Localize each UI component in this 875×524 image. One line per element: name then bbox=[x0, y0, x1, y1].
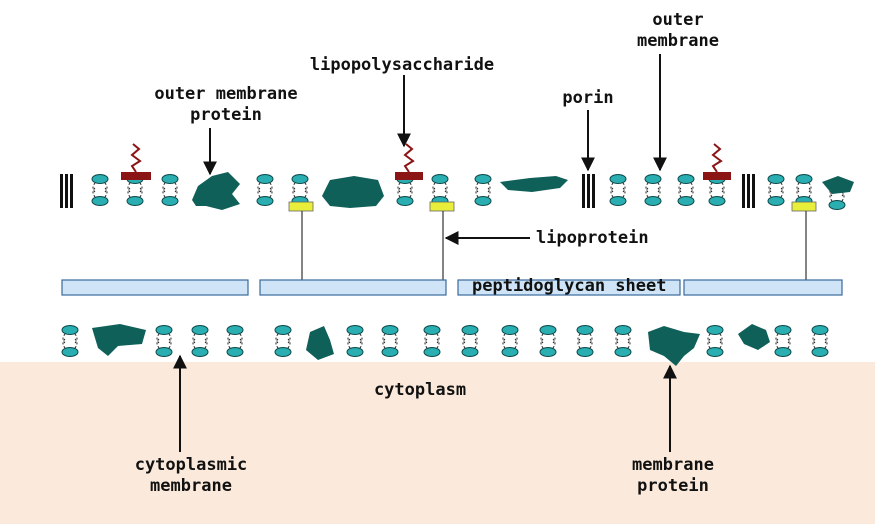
lipoprotein-anchor bbox=[792, 202, 816, 211]
phospholipid-icon bbox=[347, 326, 363, 357]
phospholipid-icon bbox=[475, 175, 491, 206]
label-line: membrane bbox=[116, 476, 266, 497]
peptidoglycan-layer bbox=[62, 280, 842, 295]
label-line: cytoplasmic bbox=[116, 455, 266, 476]
protein-blob-icon bbox=[92, 324, 146, 356]
phospholipid-icon bbox=[812, 326, 828, 357]
porin-bars-icon bbox=[60, 174, 73, 208]
label-porin: porin bbox=[548, 88, 628, 109]
phospholipid-icon bbox=[156, 326, 172, 357]
phospholipid-icon bbox=[162, 175, 178, 206]
porin-bars-icon bbox=[742, 174, 755, 208]
protein-blob-icon bbox=[500, 176, 568, 192]
phospholipid-icon bbox=[678, 175, 694, 206]
phospholipid-icon bbox=[707, 326, 723, 357]
label-peptidoglycan-sheet: peptidoglycan sheet bbox=[472, 276, 666, 297]
label-outer-membrane-protein: outer membrane protein bbox=[118, 84, 334, 126]
phospholipid-icon bbox=[540, 326, 556, 357]
lipoprotein-anchor bbox=[430, 202, 454, 211]
label-line: membrane bbox=[618, 455, 728, 476]
phospholipid-icon bbox=[796, 175, 812, 206]
label-line: outer membrane bbox=[118, 84, 334, 105]
lps-chain-icon bbox=[121, 144, 151, 180]
label-line: protein bbox=[618, 476, 728, 497]
phospholipid-icon bbox=[257, 175, 273, 206]
phospholipid-icon bbox=[645, 175, 661, 206]
phospholipid-icon bbox=[275, 326, 291, 357]
lps-chain-icon bbox=[395, 144, 423, 180]
lps-chain-icon bbox=[703, 144, 731, 180]
protein-blob-icon bbox=[192, 172, 240, 210]
phospholipid-icon bbox=[462, 326, 478, 357]
protein-blob-icon bbox=[822, 176, 854, 194]
phospholipid-icon bbox=[615, 326, 631, 357]
cytoplasmic-membrane bbox=[62, 324, 828, 366]
phospholipid-icon bbox=[577, 326, 593, 357]
protein-blob-icon bbox=[738, 324, 770, 350]
label-lipoprotein: lipoprotein bbox=[536, 228, 649, 249]
phospholipid-icon bbox=[227, 326, 243, 357]
protein-blob-icon bbox=[322, 176, 384, 208]
phospholipid-icon bbox=[424, 326, 440, 357]
phospholipid-icon bbox=[92, 175, 108, 206]
porin-bars-icon bbox=[582, 174, 595, 208]
phospholipid-icon bbox=[292, 175, 308, 206]
label-lipopolysaccharide: lipopolysaccharide bbox=[282, 55, 522, 76]
phospholipid-icon bbox=[610, 175, 626, 206]
label-line: membrane bbox=[620, 31, 736, 52]
phospholipid-icon bbox=[775, 326, 791, 357]
outer-membrane bbox=[60, 144, 854, 280]
phospholipid-icon bbox=[768, 175, 784, 206]
phospholipid-icon bbox=[432, 175, 448, 206]
label-cytoplasm: cytoplasm bbox=[360, 380, 480, 401]
label-outer-membrane: outer membrane bbox=[620, 10, 736, 52]
label-line: outer bbox=[620, 10, 736, 31]
phospholipid-icon bbox=[502, 326, 518, 357]
phospholipid-icon bbox=[192, 326, 208, 357]
label-membrane-protein: membrane protein bbox=[618, 455, 728, 497]
phospholipid-icon bbox=[382, 326, 398, 357]
protein-blob-icon bbox=[306, 326, 334, 360]
protein-blob-icon bbox=[648, 326, 700, 366]
lipoprotein-anchor bbox=[289, 202, 313, 211]
phospholipid-icon bbox=[62, 326, 78, 357]
label-cytoplasmic-membrane: cytoplasmic membrane bbox=[116, 455, 266, 497]
label-line: protein bbox=[118, 105, 334, 126]
